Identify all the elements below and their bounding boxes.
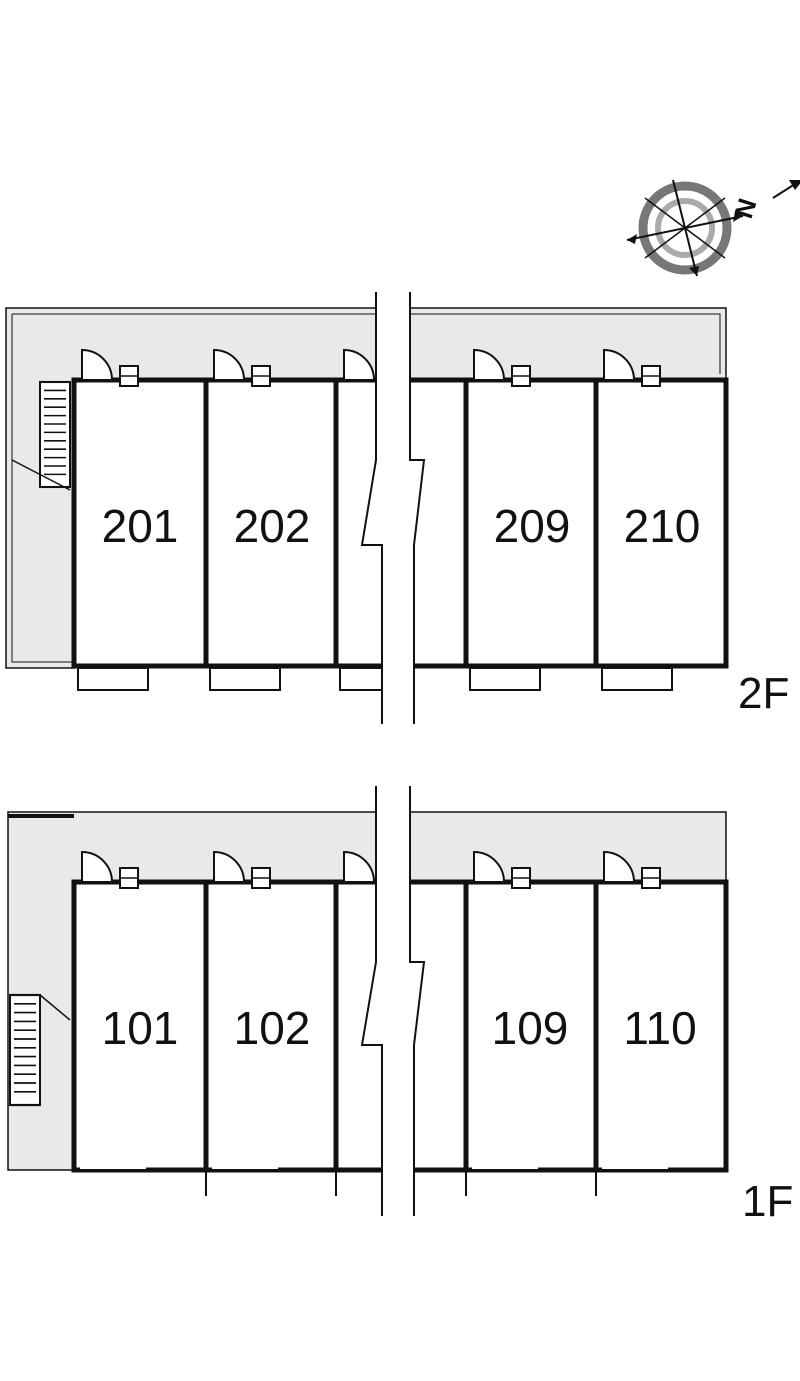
unit-label-201: 201 (102, 500, 179, 552)
floor-label-2f: 2F (738, 669, 789, 718)
unit-label-109: 109 (492, 1002, 569, 1054)
staircase-1f (8, 993, 42, 1107)
floor-1f: 101 102 109 110 1F (7, 786, 793, 1226)
break-gap-1f (362, 786, 424, 1216)
unit-label-209: 209 (494, 500, 571, 552)
staircase-2f (38, 380, 72, 489)
north-arrow-icon (772, 180, 800, 199)
unit-label-101: 101 (102, 1002, 179, 1054)
unit-label-102: 102 (234, 1002, 311, 1054)
break-gap-2f (362, 292, 424, 724)
unit-label-210: 210 (624, 500, 701, 552)
compass: N (626, 179, 800, 277)
floor-label-1f: 1F (742, 1177, 793, 1226)
unit-label-110: 110 (623, 1002, 696, 1054)
floor-2f: 201 202 209 210 2F (5, 292, 789, 724)
unit-label-202: 202 (234, 500, 311, 552)
